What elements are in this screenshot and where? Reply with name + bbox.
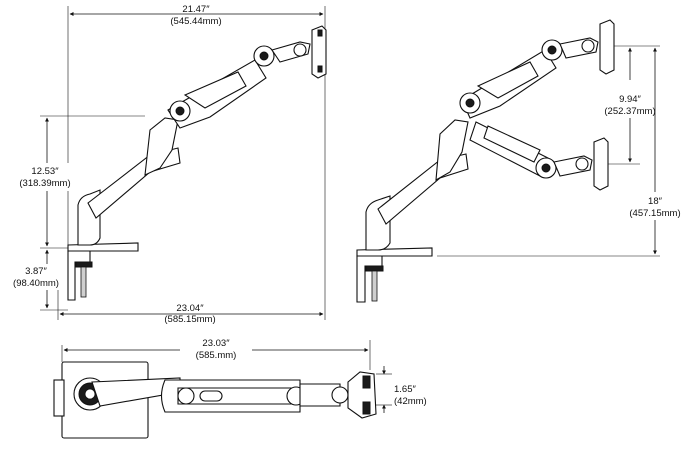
clamp-height-mm: (98.40mm) [13, 278, 59, 289]
tilt-range-mm: (252.37mm) [604, 106, 655, 117]
monitor-arm-drawing [67, 25, 327, 301]
top-width-mm: (545.44mm) [170, 16, 221, 27]
base-width-mm: (585.15mm) [164, 314, 215, 325]
base-width-inch: 23.04″ [176, 303, 204, 314]
clamp-height-inch: 3.87″ [25, 266, 47, 277]
mount-thickness-mm: (42mm) [394, 396, 427, 407]
arm-height-inch: 12.53″ [31, 166, 59, 177]
mount-thickness-inch: 1.65″ [394, 384, 416, 395]
tilt-range-inch: 9.94″ [619, 94, 641, 105]
monitor-arm-top-drawing [53, 361, 377, 439]
top-view-length-inch: 23.03″ [202, 338, 230, 349]
top-view: 23.03″ (585.mm) 1.65″ (42mm) [53, 336, 427, 439]
side-view-tilted: 9.94″ (252.37mm) 18″ (457.15mm) [356, 19, 688, 303]
side-view-extended: 21.47″ (545.44mm) 12.53″ (318.39mm) 3.87… [2, 4, 327, 325]
monitor-arm-drawing-tilted [356, 19, 615, 303]
total-height-inch: 18″ [648, 196, 663, 207]
top-view-length-mm: (585.mm) [196, 350, 237, 361]
top-width-inch: 21.47″ [182, 4, 210, 15]
arm-height-mm: (318.39mm) [19, 178, 70, 189]
total-height-mm: (457.15mm) [629, 208, 680, 219]
